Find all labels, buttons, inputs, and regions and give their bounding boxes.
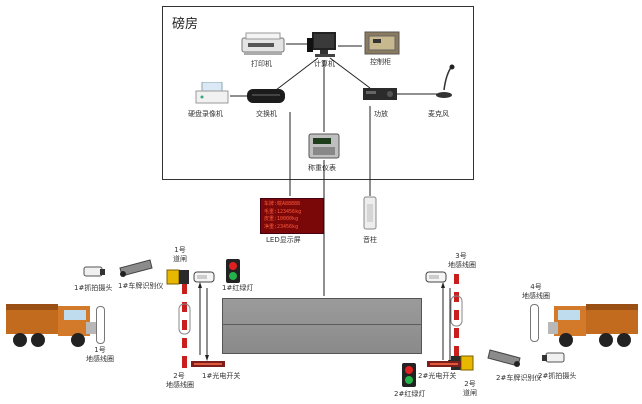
- capture-camera-1-label: 1#抓拍摄头: [74, 284, 113, 292]
- coil-4-number: 4号: [530, 283, 542, 291]
- traffic-light-1-label: 1#红绿灯: [222, 284, 254, 292]
- led-line: 皮重:10000kg: [264, 216, 299, 222]
- amplifier-icon: [363, 88, 397, 100]
- ground-coil-1: [96, 306, 105, 344]
- barrier-1-number: 1号: [174, 246, 186, 254]
- plate-camera-2-label: 2#车牌识别仪: [496, 374, 542, 382]
- control-cabinet-label: 控制柜: [370, 58, 391, 66]
- microphone-icon: [436, 64, 455, 98]
- printer-label: 打印机: [251, 60, 272, 68]
- capture-camera-2-icon: [542, 352, 565, 363]
- coil-3-number: 3号: [455, 252, 467, 260]
- traffic-light-1-icon: [226, 259, 240, 283]
- photo-sensor-1-icon: [193, 271, 215, 283]
- weighing-instrument-label: 称重仪表: [308, 164, 336, 172]
- plate-camera-1-label: 1#车牌识别仪: [118, 282, 164, 290]
- barrier-2-number: 2号: [464, 380, 476, 388]
- hdd-recorder-icon: [195, 82, 229, 104]
- led-display-panel: 车牌:皖A88888 毛重:123456kg 皮重:10000kg 净重:234…: [260, 198, 324, 234]
- coil-1-label: 地感线圈: [86, 355, 114, 363]
- photo-sensor-2-icon: [425, 271, 447, 283]
- speaker-icon: [363, 196, 377, 230]
- barrier-gate-2: [450, 274, 474, 371]
- barrier-gate-1: [166, 269, 191, 368]
- led-line: 净重:23456kg: [264, 223, 299, 230]
- hdd-recorder-label: 硬盘录像机: [188, 110, 223, 118]
- led-line: 车牌:皖A88888: [264, 201, 301, 207]
- traffic-light-2-label: 2#红绿灯: [394, 390, 426, 398]
- coil-2-label: 地感线圈: [166, 381, 194, 389]
- weighing-instrument-icon: [308, 133, 340, 159]
- led-line: 毛重:123456kg: [264, 208, 302, 215]
- photo-switch-2-label: 2#光电开关: [418, 372, 457, 380]
- switch-icon: [247, 89, 285, 103]
- weighbridge-room-box: [162, 6, 474, 180]
- switch-label: 交换机: [256, 110, 277, 118]
- ground-coil-4: [530, 304, 539, 342]
- room-title: 磅房: [172, 17, 199, 32]
- weighbridge-platform: [222, 298, 422, 354]
- control-cabinet-icon: [364, 31, 400, 55]
- photo-switch-2-bar: [427, 361, 461, 367]
- barrier-1-label: 道闸: [173, 255, 187, 263]
- truck-right-icon: [548, 304, 638, 347]
- amplifier-label: 功放: [374, 110, 388, 118]
- plate-camera-2-icon: [487, 349, 521, 367]
- photo-switch-1-label: 1#光电开关: [202, 372, 241, 380]
- plate-camera-1-icon: [119, 259, 153, 277]
- led-screen-label: LED显示屏: [266, 236, 301, 244]
- platform-seam: [222, 324, 422, 325]
- capture-camera-2-label: 2#抓拍摄头: [538, 372, 577, 380]
- coil-1-number: 1号: [94, 346, 106, 354]
- capture-camera-1-icon: [83, 266, 105, 277]
- speaker-label: 音柱: [363, 236, 377, 244]
- traffic-light-2-icon: [402, 363, 416, 387]
- photo-switch-1-bar: [191, 361, 225, 367]
- barrier-2-label: 道闸: [463, 389, 477, 397]
- computer-icon: [307, 32, 336, 57]
- microphone-label: 麦克风: [428, 110, 449, 118]
- coil-2-number: 2号: [173, 372, 185, 380]
- printer-icon: [241, 32, 285, 55]
- computer-label: 计算机: [314, 60, 335, 68]
- truck-left-icon: [6, 304, 96, 347]
- coil-3-label: 地感线圈: [448, 261, 476, 269]
- coil-4-label: 地感线圈: [522, 292, 550, 300]
